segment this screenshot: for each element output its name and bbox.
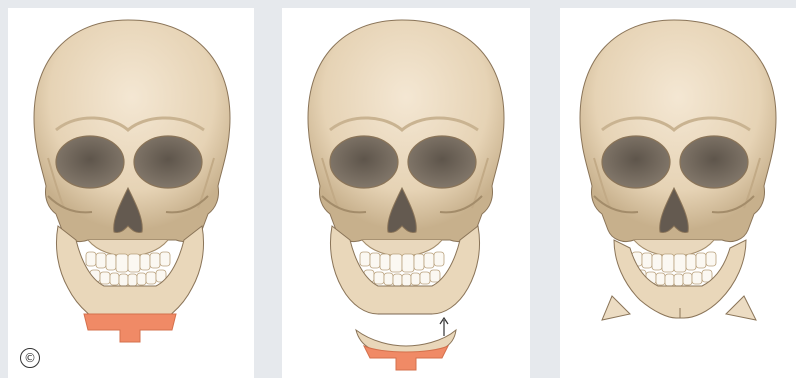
panel-after [560, 8, 796, 378]
left-angle-fragment [602, 296, 630, 320]
resection-region [84, 314, 176, 342]
skull-illustration-during [282, 8, 530, 378]
skull-illustration-after [560, 8, 796, 378]
panel-before: © [8, 8, 254, 378]
panel-during [282, 8, 530, 378]
right-angle-fragment [726, 296, 756, 320]
skull-illustration-before [8, 8, 254, 378]
copyright-mark: © [20, 348, 40, 368]
